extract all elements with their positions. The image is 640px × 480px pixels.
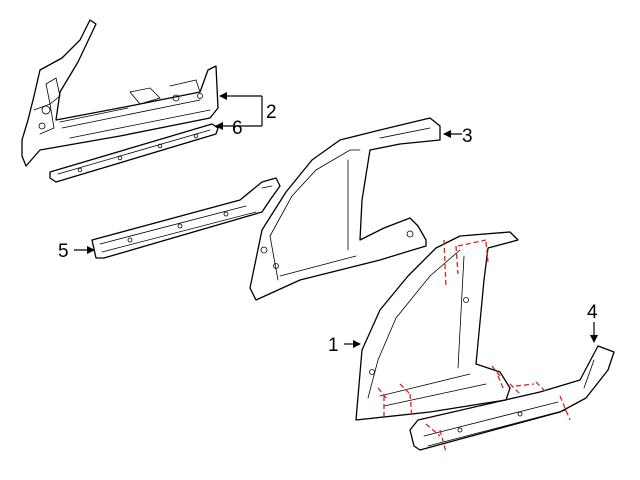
cut-line [457,239,487,247]
cut-line [443,239,447,289]
cut-line [409,393,413,419]
cut-line [559,395,571,421]
cut-line [491,365,501,377]
cut-line [485,241,489,263]
cut-line [497,375,505,391]
cut-line [377,387,389,401]
part-3-body-side-inner-frame[interactable] [249,117,441,301]
cut-line [455,245,459,275]
callout-5: 5 [58,241,69,262]
cut-line [425,423,441,437]
cut-line [509,383,521,395]
callout-1: 1 [328,335,339,356]
leaders [74,92,598,348]
callout-2: 2 [266,102,277,123]
cut-line [439,429,447,453]
cut-line [535,381,547,393]
cut-line [399,383,411,395]
part-6-rocker-reinforcement[interactable] [49,123,219,183]
callout-4: 4 [587,302,598,323]
part-4-rocker-outer-panel[interactable] [409,345,615,451]
callout-6: 6 [232,118,243,139]
callout-labels: 2 6 3 5 1 4 [58,102,598,356]
part-5-rocker-panel[interactable] [91,177,281,259]
cut-line [515,383,535,387]
cut-lines [377,239,571,453]
part-2-inner-pillar-assembly[interactable] [21,19,219,167]
callout-3: 3 [462,126,473,147]
